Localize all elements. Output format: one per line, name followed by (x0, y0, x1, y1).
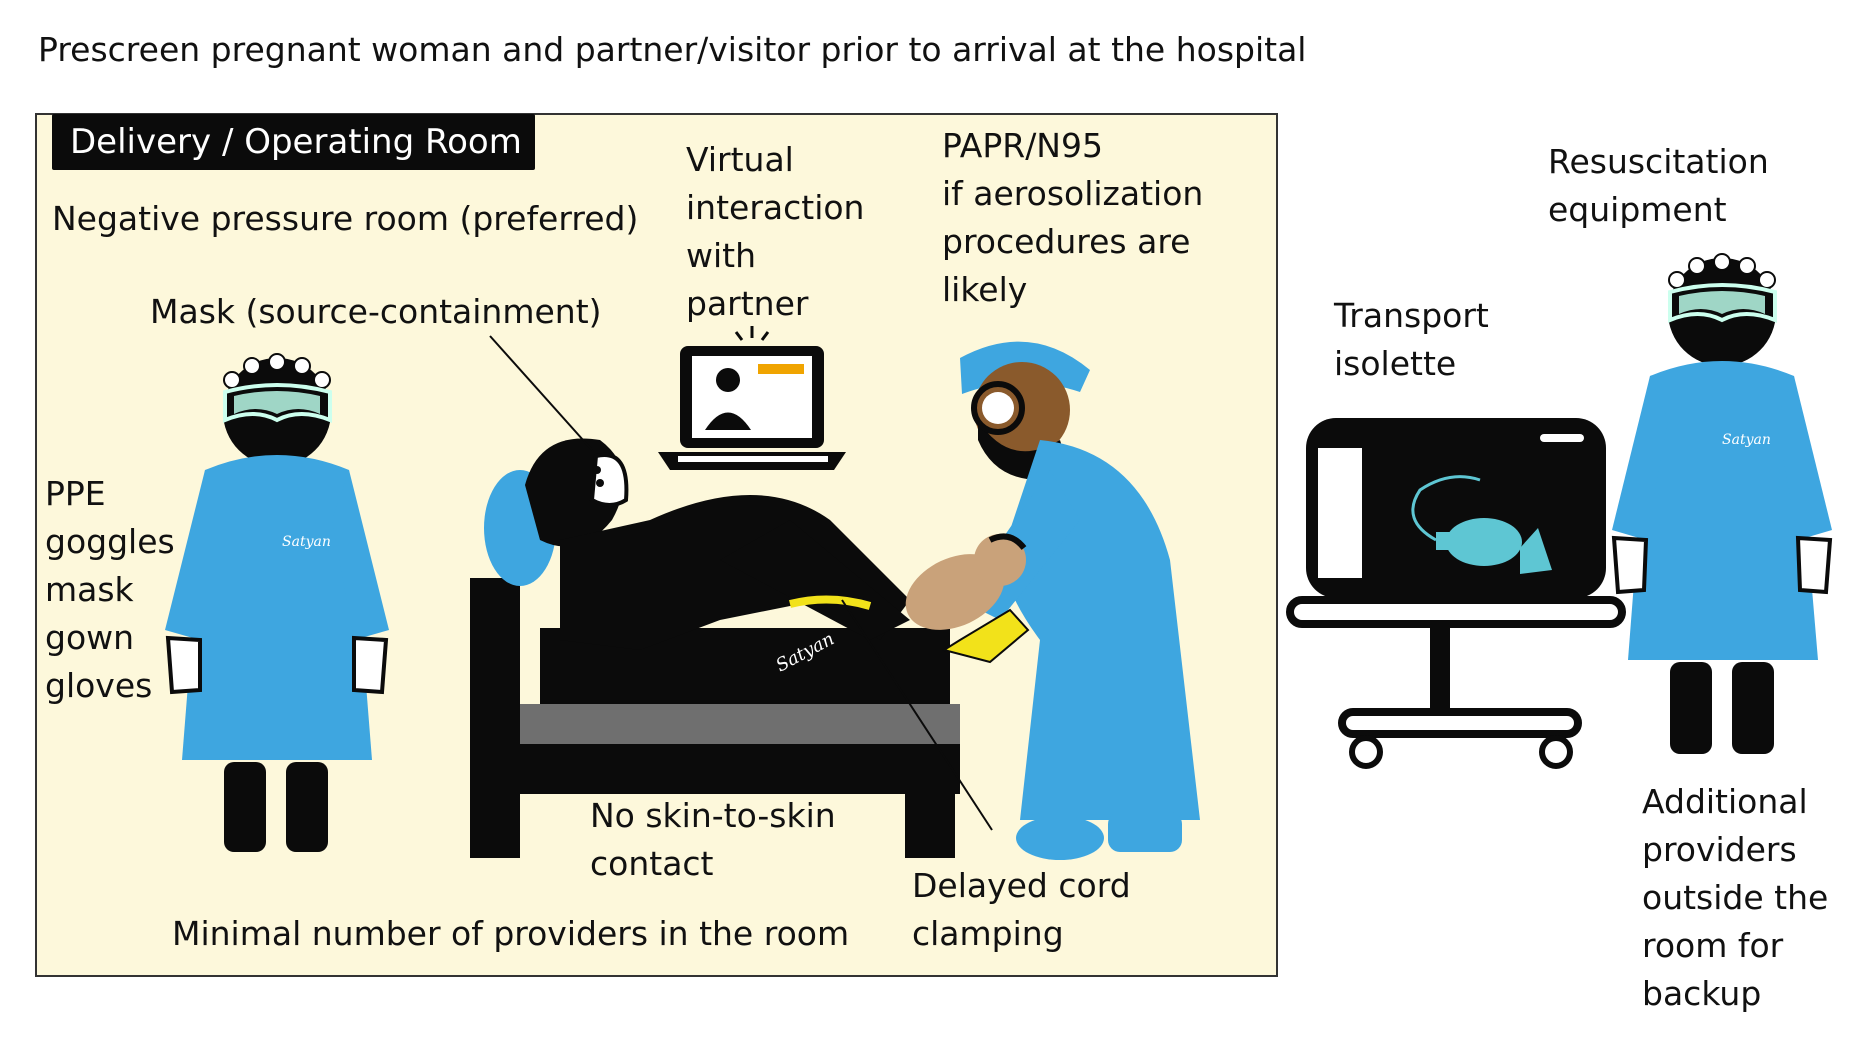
negative-pressure-label: Negative pressure room (preferred) (52, 199, 639, 238)
umbilical-cord (789, 595, 872, 610)
newborn-figure (905, 533, 1030, 664)
mask-label: Mask (source-containment) (150, 292, 602, 331)
cord-leader-line (841, 599, 993, 831)
backup-provider-figure (1611, 253, 1833, 754)
yellow-glove-icon (941, 608, 1030, 664)
mask-leader-line (489, 335, 593, 451)
room-title: Delivery / Operating Room (52, 114, 535, 170)
header-title: Prescreen pregnant woman and partner/vis… (38, 30, 1307, 69)
delayed-cord-label: Delayed cord clamping (912, 866, 1131, 953)
additional-providers-label: Additional providers outside the room fo… (1642, 782, 1829, 1013)
minimal-providers-label: Minimal number of providers in the room (172, 914, 850, 953)
virtual-interaction-label: Virtual interaction with partner (686, 140, 865, 323)
gloves-icon (165, 635, 202, 695)
transport-isolette-icon (1286, 418, 1626, 769)
ppe-provider-figure (165, 353, 389, 852)
papr-label: PAPR/N95 if aerosolization procedures ar… (942, 126, 1204, 309)
ppe-label: PPE goggles mask gown gloves (45, 474, 175, 705)
gown-icon (182, 455, 372, 760)
laptop-icon (658, 326, 846, 470)
resuscitation-label: Resuscitation equipment (1548, 142, 1769, 229)
signature-text: Satyan (1722, 432, 1771, 448)
mask-icon (589, 452, 629, 507)
signature-text: Satyan (282, 534, 331, 550)
patient-figure (484, 438, 910, 650)
no-skin-to-skin-label: No skin-to-skin contact (590, 796, 836, 883)
isolette-label: Transport isolette (1334, 296, 1489, 383)
